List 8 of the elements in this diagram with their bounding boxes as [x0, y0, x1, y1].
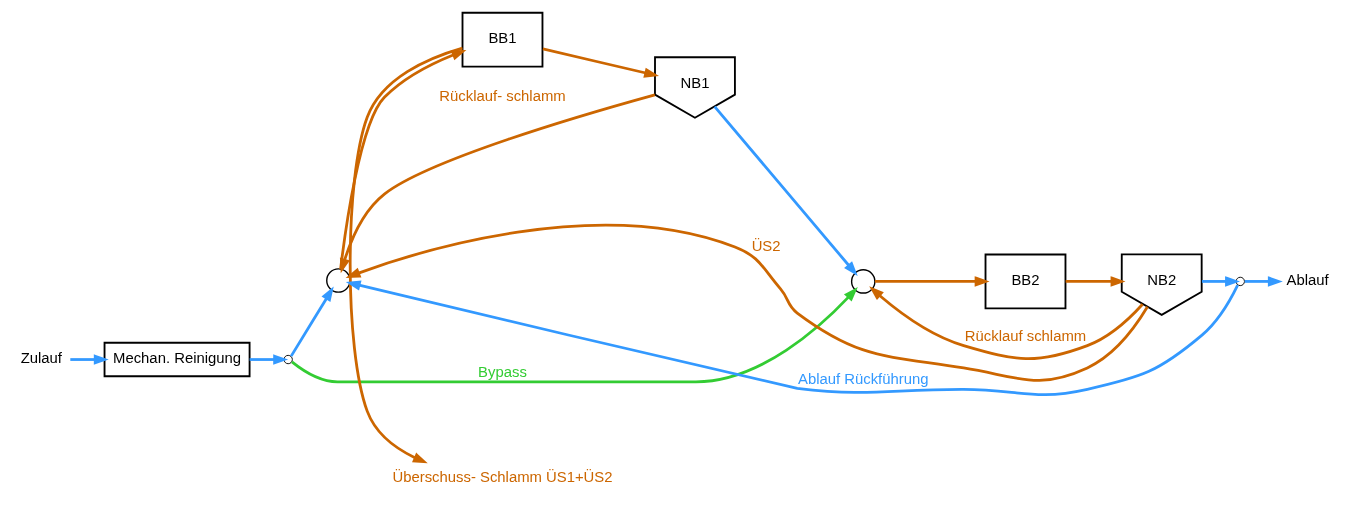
edge-label: Rücklauf schlamm: [964, 327, 1087, 344]
edge-label: Bypass: [478, 363, 527, 380]
node-text: Ablauf: [1286, 271, 1329, 288]
edge-label: ÜS2: [751, 237, 781, 254]
edge-label: Rücklauf- schlamm: [439, 87, 566, 104]
node-text: Zulauf: [20, 349, 62, 366]
node-text: Überschuss- Schlamm ÜS1+ÜS2: [392, 468, 613, 485]
edge-label: Ablauf Rückführung: [797, 370, 929, 387]
